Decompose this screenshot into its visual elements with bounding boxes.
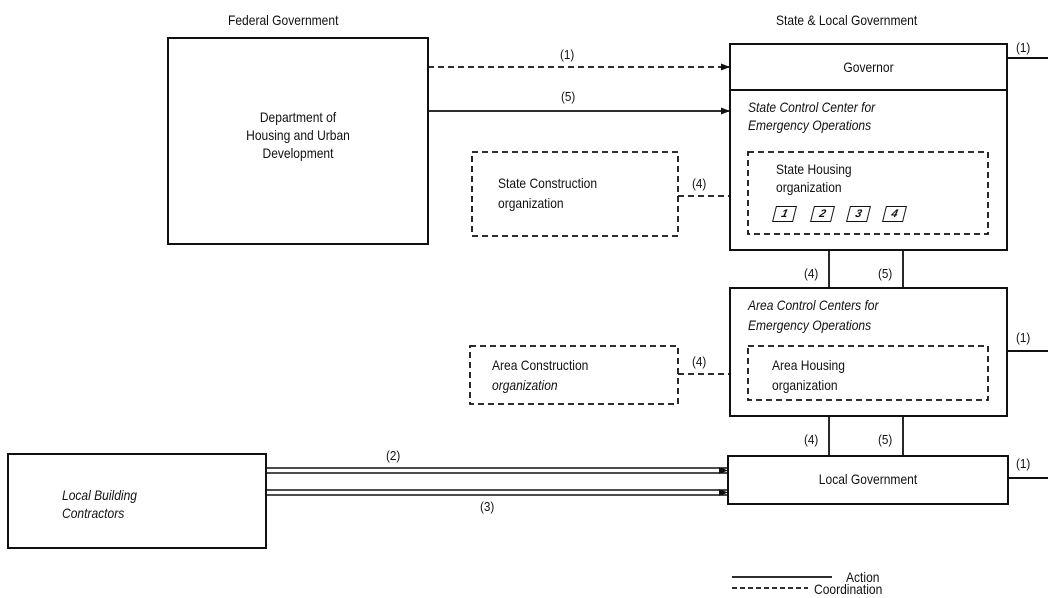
contractors-2-arrow bbox=[719, 467, 728, 474]
edge-label-right-local: (1) bbox=[1016, 456, 1031, 471]
hud-box bbox=[167, 37, 429, 245]
area-construction-line-2: organization bbox=[492, 377, 558, 393]
local-contractors-box bbox=[7, 453, 267, 549]
edge-label-right-governor: (1) bbox=[1016, 40, 1031, 55]
hud-line-1: Department of bbox=[259, 109, 337, 125]
state-housing-unit-2: 2 bbox=[810, 206, 835, 222]
state-housing-unit-1: 1 bbox=[772, 206, 797, 222]
state-construction-box bbox=[471, 151, 679, 237]
edge-label-area-local-action: (4) bbox=[804, 432, 819, 447]
state-housing-box bbox=[747, 151, 989, 235]
edge-label-contractors-bottom: (3) bbox=[480, 499, 495, 514]
governor-label: Governor bbox=[843, 59, 894, 75]
state-housing-unit-4: 4 bbox=[882, 206, 907, 222]
hud-line-2: Housing and Urban bbox=[246, 127, 350, 143]
edge-label-state-area-coord: (5) bbox=[878, 266, 893, 281]
state-local-header: State & Local Government bbox=[776, 12, 918, 28]
edge-label-state-area-action: (4) bbox=[804, 266, 819, 281]
hud-state-center-arrow bbox=[721, 107, 730, 115]
area-construction-line-1: Area Construction bbox=[492, 357, 589, 373]
state-control-center-box bbox=[729, 89, 1008, 251]
area-control-centers-line-1: Area Control Centers for bbox=[748, 297, 879, 313]
contractors-3-arrow bbox=[719, 489, 728, 496]
edge-label-area-construction: (4) bbox=[692, 354, 707, 369]
state-housing-line-2: organization bbox=[776, 179, 842, 195]
state-housing-line-1: State Housing bbox=[776, 161, 852, 177]
edge-label-right-area: (1) bbox=[1016, 330, 1031, 345]
edge-label-hud-governor: (1) bbox=[560, 47, 575, 62]
area-housing-box bbox=[747, 345, 989, 401]
federal-header: Federal Government bbox=[228, 12, 339, 28]
area-control-centers-line-2: Emergency Operations bbox=[748, 317, 872, 333]
hud-label: Department of Housing and Urban Developm… bbox=[168, 108, 428, 162]
state-construction-line-1: State Construction bbox=[498, 175, 598, 191]
edge-label-hud-state-center: (5) bbox=[561, 89, 576, 104]
state-housing-unit-3: 3 bbox=[846, 206, 871, 222]
local-contractors-line-2: Contractors bbox=[62, 505, 125, 521]
local-government-box bbox=[727, 455, 1009, 505]
edge-label-contractors-top: (2) bbox=[386, 448, 401, 463]
local-government-label: Local Government bbox=[818, 471, 918, 487]
state-control-center-line-2: Emergency Operations bbox=[748, 117, 872, 133]
edge-label-area-local-coord: (5) bbox=[878, 432, 893, 447]
legend-coordination-label: Coordination bbox=[814, 581, 883, 597]
area-housing-line-1: Area Housing bbox=[772, 357, 845, 373]
area-construction-box bbox=[469, 345, 679, 405]
state-control-center-line-1: State Control Center for bbox=[748, 99, 876, 115]
state-construction-line-2: organization bbox=[498, 195, 564, 211]
local-contractors-line-1: Local Building bbox=[62, 487, 137, 503]
edge-label-state-construction: (4) bbox=[692, 176, 707, 191]
area-housing-line-2: organization bbox=[772, 377, 838, 393]
legend-action-label: Action bbox=[846, 569, 880, 585]
hud-governor-arrow bbox=[721, 63, 730, 71]
hud-line-3: Development bbox=[262, 145, 334, 161]
